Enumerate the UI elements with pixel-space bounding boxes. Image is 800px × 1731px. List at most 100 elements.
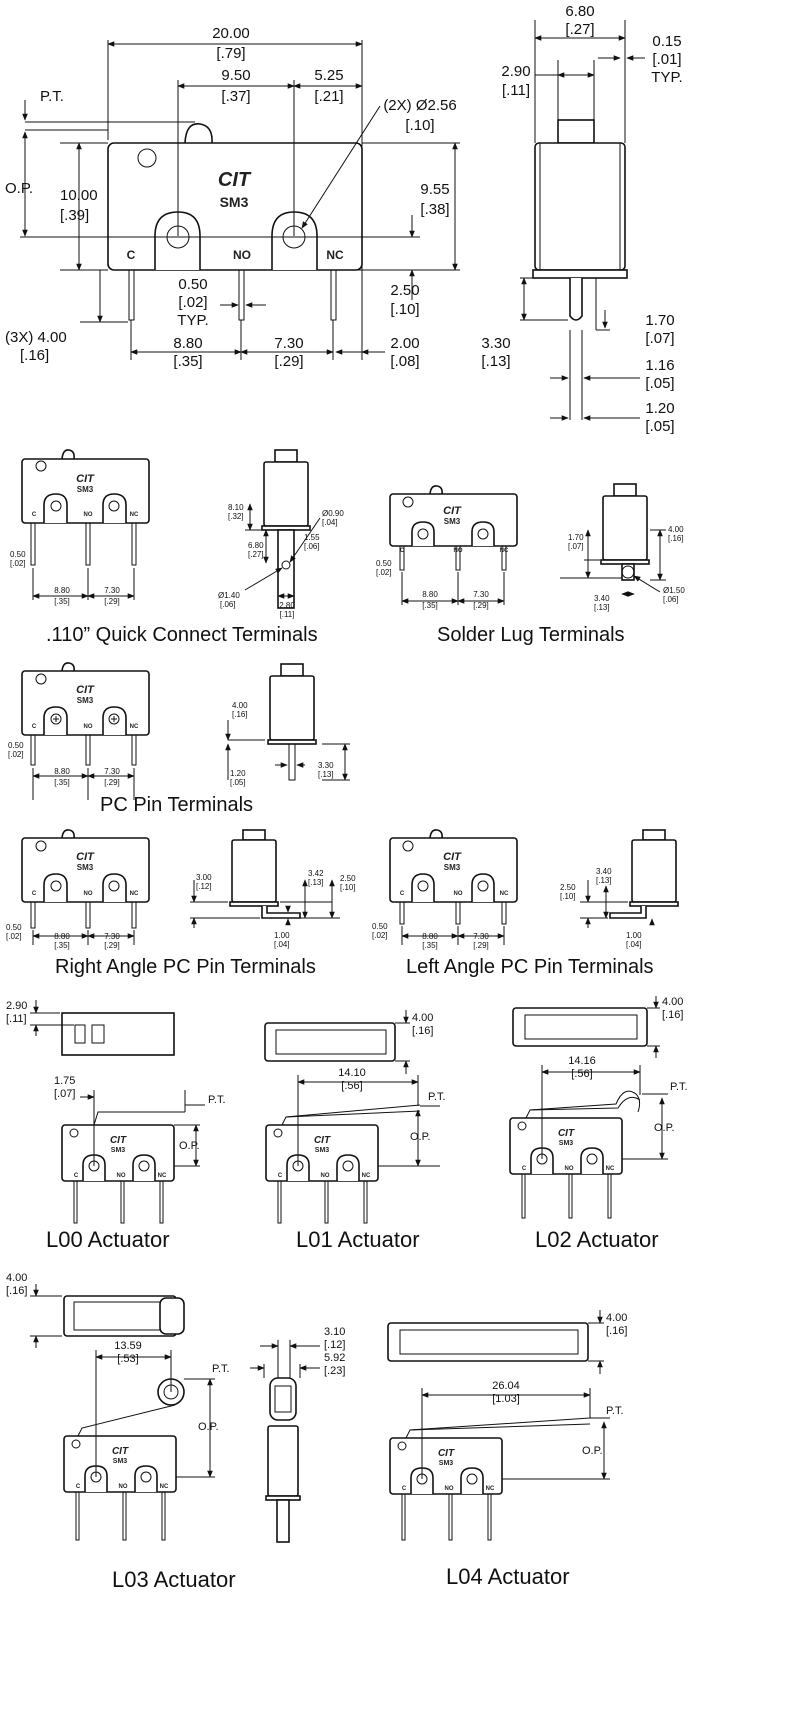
left-angle-side: 3.40 [.13] 2.50 [.10] 1.00 [.04]: [560, 829, 679, 949]
dimension-label: 3.40: [596, 867, 612, 876]
pin-label-nc: NC: [326, 248, 344, 262]
dimension-label: NC: [500, 891, 509, 897]
dimension-label: [.05]: [645, 418, 674, 435]
pin-nc: [330, 269, 337, 321]
dimension-label: 4.00: [662, 996, 683, 1008]
dimension-label: 1.00: [626, 931, 642, 940]
dimension-label: 4.00: [232, 701, 248, 710]
caption-quick-connect: .110” Quick Connect Terminals: [46, 624, 318, 646]
dimension-label: 3.00: [196, 873, 212, 882]
pin-c: [128, 269, 135, 321]
dimension-label: [.35]: [54, 778, 70, 787]
dimension-label: 7.30: [104, 586, 120, 595]
dimension-label: 7.30: [274, 335, 303, 352]
dimension-label: 7.30: [104, 767, 120, 776]
dimension-label: 9.55: [420, 181, 449, 198]
caption-left-angle: Left Angle PC Pin Terminals: [406, 956, 654, 978]
dimension-label: C: [278, 1173, 283, 1179]
dimension-label: 4.00: [606, 1312, 627, 1324]
dimension-label: [.07]: [54, 1088, 75, 1100]
dimension-label: NO: [454, 891, 463, 897]
dimension-label: [.35]: [54, 597, 70, 606]
dimension-label: [.02]: [10, 559, 26, 568]
dimension-label: [.32]: [228, 512, 244, 521]
dimension-label: [.12]: [196, 882, 212, 891]
dimension-label: P.T.: [670, 1081, 688, 1093]
dimension-label: [.16]: [20, 347, 49, 364]
right-angle-front: CIT SM3 C NO NC 0.50 [.02] 8.80 [.35] 7.…: [6, 829, 150, 950]
dimension-label: SM3: [77, 485, 94, 494]
dimension-label: SM3: [77, 863, 94, 872]
dimension-label: 26.04: [492, 1380, 520, 1392]
dimension-label: SM3: [113, 1458, 128, 1465]
dimension-label: C: [32, 512, 37, 518]
dimension-label: [.06]: [304, 542, 320, 551]
dimension-label: CIT: [438, 1448, 455, 1459]
dimension-label: Ø1.40: [218, 591, 240, 600]
dimension-label: P.T.: [208, 1094, 226, 1106]
dimension-label: [.16]: [232, 710, 248, 719]
dimension-label: [.35]: [173, 353, 202, 370]
dimension-label: O.P.: [5, 180, 33, 197]
dimension-label: 8.80: [422, 932, 438, 941]
dimension-label: [.10]: [340, 883, 356, 892]
dimension-label: 0.50: [178, 276, 207, 293]
dimension-label: [.13]: [594, 603, 610, 612]
model-label: SM3: [220, 194, 249, 210]
dimension-label: [.11]: [502, 82, 530, 99]
dimension-label: 4.00: [6, 1272, 27, 1284]
caption-l02: L02 Actuator: [535, 1227, 659, 1252]
dimension-label: [1.03]: [492, 1393, 520, 1405]
dimension-label: 5.92: [324, 1352, 345, 1364]
l01-actuator: CIT SM3 C NO NC 4.00 [.16] 14.10 [.56] P…: [264, 1010, 446, 1224]
dimension-label: NO: [321, 1173, 330, 1179]
dimension-label: C: [402, 1486, 407, 1492]
dimension-label: [.02]: [372, 931, 388, 940]
dimension-label: C: [400, 548, 405, 554]
dimension-label: 1.75: [54, 1075, 75, 1087]
dimension-label: [.16]: [668, 534, 684, 543]
brand-logo: CIT: [218, 169, 252, 191]
dimension-label: [.29]: [473, 601, 489, 610]
dimension-label: 6.80: [248, 541, 264, 550]
dimension-label: C: [76, 1484, 81, 1490]
dimension-label: [.37]: [221, 88, 250, 105]
dimension-label: [.04]: [274, 940, 290, 949]
dimension-label: 3.40: [594, 594, 610, 603]
l03-actuator: CIT SM3 C NO NC 4.00 [.16] 13.59 [.53] P…: [6, 1272, 230, 1541]
dimension-label: O.P.: [582, 1445, 603, 1457]
dimension-label: 2.90: [6, 1000, 27, 1012]
dimension-label: CIT: [443, 505, 462, 517]
dimension-label: 2.90: [501, 63, 530, 80]
dimension-label: [.39]: [60, 207, 89, 224]
dimension-label: 7.30: [473, 590, 489, 599]
main-front-view: CIT SM3 C NO NC: [5, 25, 460, 370]
dimension-label: CIT: [112, 1446, 129, 1457]
dimension-label: 1.20: [230, 769, 246, 778]
l04-actuator: CIT SM3 C NO NC 4.00 [.16] 26.04 [1.03] …: [387, 1310, 627, 1541]
dimension-label: NC: [130, 512, 139, 518]
dimension-label: 1.70: [645, 312, 674, 329]
solder-lug-front: CIT SM3 C NO NC 0.50 [.02] 8.80 [.35] 7.…: [376, 485, 518, 610]
dimension-label: (3X) 4.00: [5, 329, 67, 346]
side-actuator: [557, 119, 595, 144]
dimension-label: 8.80: [54, 932, 70, 941]
dimension-label: P.T.: [428, 1091, 446, 1103]
dimension-label: [.11]: [6, 1013, 27, 1025]
pc-pin-front: CIT SM3 C NO NC 0.50 [.02] 8.80 [.35] 7.…: [8, 662, 150, 800]
dimension-label: SM3: [315, 1147, 330, 1154]
dimension-label: O.P.: [410, 1131, 431, 1143]
dimension-label: 2.80: [279, 601, 295, 610]
caption-l01: L01 Actuator: [296, 1227, 420, 1252]
dimension-label: [.02]: [8, 750, 24, 759]
dimension-label: [.21]: [314, 88, 343, 105]
dimension-label: 8.80: [173, 335, 202, 352]
dimension-label: [.35]: [422, 941, 438, 950]
dimension-label: [.13]: [318, 770, 334, 779]
dimension-label: [.38]: [420, 201, 449, 218]
dimension-label: NC: [158, 1173, 167, 1179]
dimension-label: [.29]: [274, 353, 303, 370]
dimension-label: CIT: [110, 1135, 127, 1146]
l03-side: 3.10 [.12] 5.92 [.23]: [250, 1326, 345, 1543]
